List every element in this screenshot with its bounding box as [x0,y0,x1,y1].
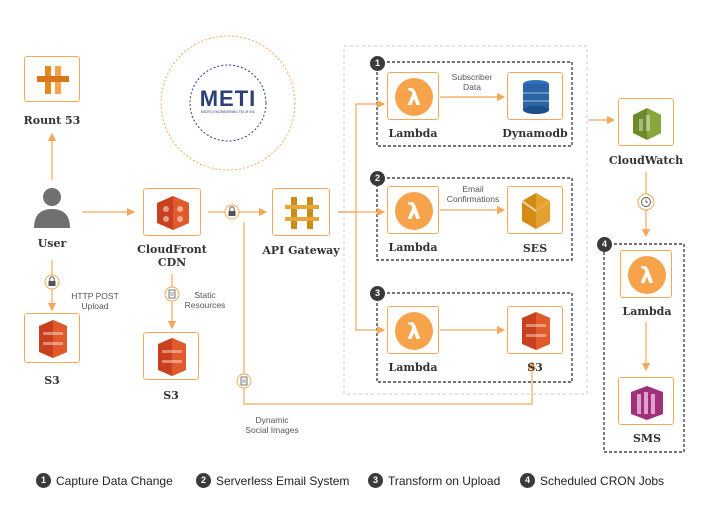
legend-item-4: 4 Scheduled CRON Jobs [520,472,680,490]
s3-icon [158,338,186,376]
legend-text: Serverless Email System [216,474,350,488]
serverless-container [343,45,588,395]
legend-item-3: 3 Transform on Upload [368,472,518,490]
sms-node [618,377,674,425]
s3-upload-label: S3 [44,374,60,387]
cloudwatch-node [618,98,674,146]
group-number-4: 4 [597,237,612,252]
group-number-1: 1 [370,56,385,71]
group-box-2 [376,177,573,261]
cloudwatch-icon [633,108,661,140]
cloudfront-icon [157,196,189,230]
group-box-4 [603,243,685,453]
group-box-3 [376,292,573,383]
dynamic-images-label: Dynamic Social Images [245,415,299,435]
sms-icon [631,386,663,420]
lambda2-label: Lambda [388,241,438,254]
ses-label: SES [522,242,548,255]
legend-item-1: 1 Capture Data Change [36,472,196,490]
s3-icon [522,312,550,350]
lambda-icon: λ [628,256,666,294]
meti-outer-circle [160,35,296,171]
dynamodb-node [507,72,563,120]
s3-transform-label: S3 [527,361,543,374]
cloudwatch-label: CloudWatch [608,154,684,167]
s3-static-label: S3 [163,389,179,402]
lock-icon [44,274,60,290]
svg-text:λ: λ [407,320,421,345]
legend-number: 3 [368,473,383,488]
route53-label: Rount 53 [23,114,81,127]
dynamodb-icon [523,80,549,114]
api-gateway-label: API Gateway [262,244,340,257]
ses-icon [521,193,551,229]
api-gateway-icon [285,197,319,229]
dynamodb-label: Dynamodb [502,127,568,140]
lambda4-label: Lambda [622,305,672,318]
lambda2-node: λ [387,186,439,234]
legend-number: 2 [196,473,211,488]
subscriber-data-label: Subscriber Data [451,72,493,92]
lambda-icon: λ [395,78,433,116]
static-resources-label: Static Resources [184,290,226,310]
legend-text: Transform on Upload [388,474,501,488]
cloudfront-label: CloudFront CDN [137,243,207,269]
lambda4-node: λ [620,250,672,298]
document-icon [236,373,252,389]
user-label: User [37,237,67,250]
clock-icon [637,193,655,211]
lambda1-label: Lambda [388,127,438,140]
legend-text: Capture Data Change [56,474,173,488]
meti-logo-text: METI [199,86,257,111]
meti-inner-circle [189,64,267,142]
route53-icon [37,66,69,94]
legend-item-2: 2 Serverless Email System [196,472,366,490]
group-number-2: 2 [370,171,385,186]
svg-text:λ: λ [407,86,421,111]
document-icon [164,286,180,302]
group-number-3: 3 [370,286,385,301]
http-post-label: HTTP POST Upload [71,291,119,311]
edge-dynamic-images [243,222,537,405]
lambda-icon: λ [395,192,433,230]
lambda3-node: λ [387,306,439,354]
meti-logo-subtext: MICRO ENGINEERING TECH INC [200,110,256,114]
lock-icon [224,204,240,220]
legend-number: 4 [520,473,535,488]
user-icon [34,188,70,228]
s3-upload-node [24,313,80,363]
s3-icon [39,320,67,358]
edge-api-lambda3 [355,212,386,335]
s3-transform-node [507,306,563,354]
s3-static-node [143,332,199,380]
api-gateway-node [272,188,330,236]
legend-text: Scheduled CRON Jobs [540,474,665,488]
lambda-icon: λ [395,312,433,350]
legend: 1 Capture Data Change 2 Serverless Email… [0,472,706,492]
lambda3-label: Lambda [388,361,438,374]
user-node [28,184,76,232]
ses-node [507,186,563,234]
svg-text:λ: λ [640,264,654,289]
cloudfront-node [143,188,201,236]
legend-number: 1 [36,473,51,488]
sms-label: SMS [632,432,662,445]
route53-node [24,56,80,102]
lambda1-node: λ [387,72,439,120]
meti-logo: METI MICRO ENGINEERING TECH INC [190,88,266,120]
svg-text:λ: λ [407,200,421,225]
email-confirmations-label: Email Confirmations [446,184,500,204]
